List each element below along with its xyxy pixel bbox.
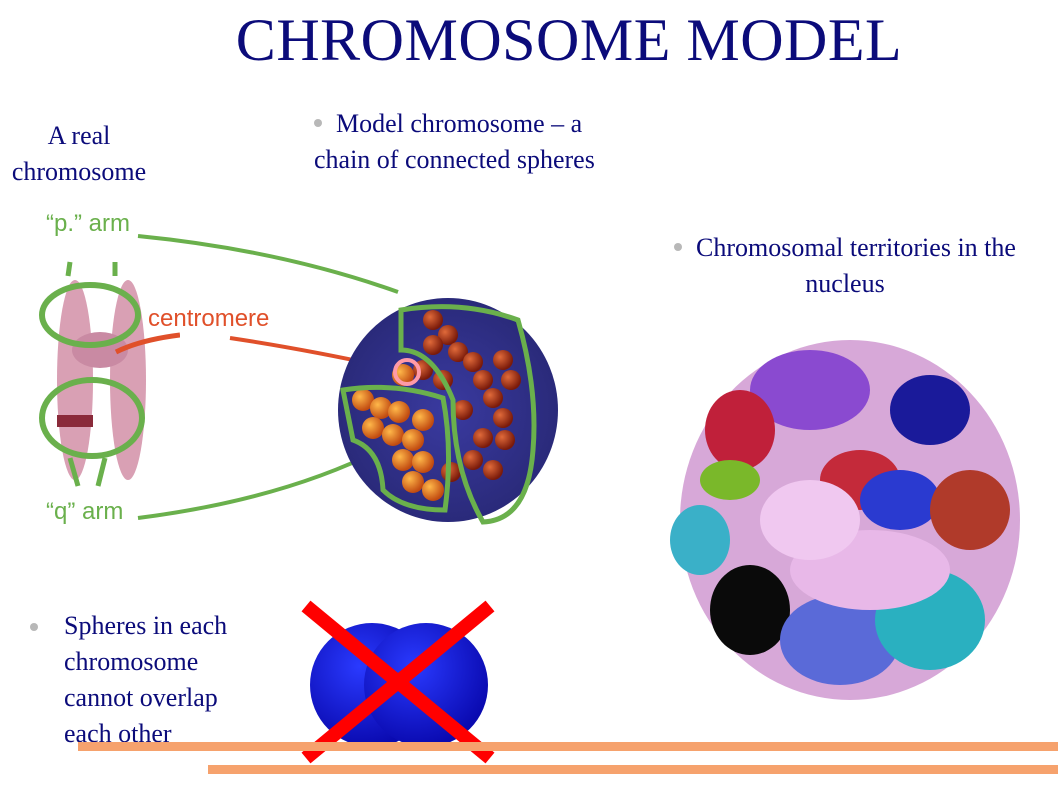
spheres-rule-caption: Spheres in each chromosome cannot overla… (30, 608, 270, 752)
footer-bar-bottom (208, 765, 1058, 774)
model-chromosome-caption: Model chromosome – a chain of connected … (314, 106, 634, 208)
q-arm-label: “q” arm (46, 498, 124, 525)
bullet-icon (674, 243, 683, 252)
real-chromosome-illustration (39, 261, 180, 487)
spheres-rule-text: Spheres in each chromosome cannot overla… (64, 611, 228, 748)
p-arm-label: “p.” arm (46, 210, 130, 237)
bullet-icon (314, 119, 322, 128)
footer-bar-top (78, 742, 1058, 751)
nucleus-territories-illustration (670, 340, 1020, 700)
bullet-icon (30, 623, 38, 631)
real-chromosome-text: A real chromosome (11, 121, 147, 186)
centromere-label: centromere (148, 305, 270, 332)
territories-text: Chromosomal territories in the nucleus (696, 233, 1016, 298)
model-chromosome-text: Model chromosome – a chain of connected … (314, 109, 595, 174)
model-chromosome-illustration (338, 298, 558, 525)
real-chromosome-caption: A real chromosome (0, 118, 164, 190)
territories-caption: Chromosomal territories in the nucleus (650, 230, 1040, 302)
slide-title: CHROMOSOME MODEL (235, 7, 903, 73)
